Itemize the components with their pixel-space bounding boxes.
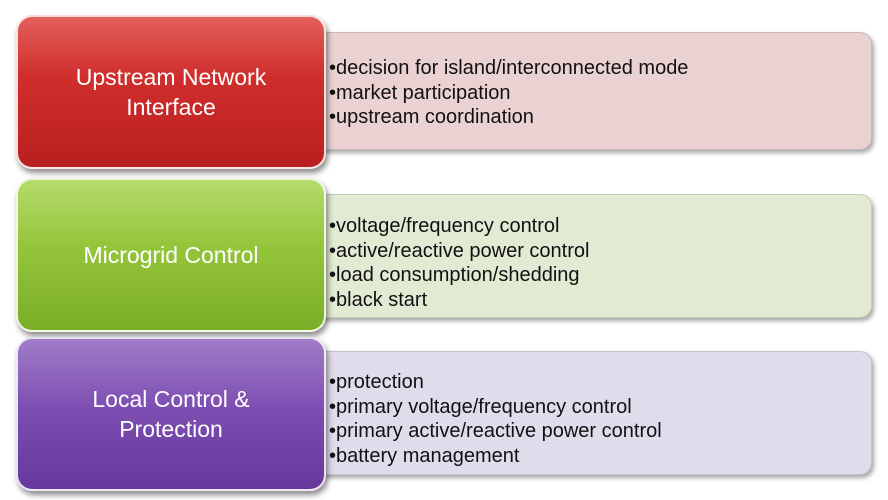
microgrid-functions-panel: •voltage/frequency control •active/react… [298, 194, 872, 318]
list-item: •primary voltage/frequency control [329, 395, 632, 418]
local-control-protection-label-box: Local Control & Protection [16, 337, 326, 491]
local-control-protection-block: •protection •primary voltage/frequency c… [0, 335, 888, 500]
list-item: •battery management [329, 444, 520, 467]
upstream-functions-panel: •decision for island/interconnected mode… [298, 32, 872, 150]
list-item: •protection [329, 371, 424, 393]
list-item: •market participation [329, 81, 511, 104]
upstream-functions-list: •decision for island/interconnected mode… [329, 56, 861, 130]
microgrid-control-label-box: Microgrid Control [16, 178, 326, 332]
block-label: Upstream Network Interface [75, 64, 267, 120]
list-item: •active/reactive power control [329, 239, 590, 262]
upstream-network-interface-block: •decision for island/interconnected mode… [0, 0, 888, 170]
local-functions-list: •protection •primary voltage/frequency c… [329, 370, 861, 468]
microgrid-control-block: •voltage/frequency control •active/react… [0, 170, 888, 335]
block-label: Microgrid Control [83, 242, 259, 268]
list-item: •decision for island/interconnected mode [329, 57, 689, 79]
upstream-network-interface-label-box: Upstream Network Interface [16, 15, 326, 169]
list-item: •upstream coordination [329, 106, 534, 128]
list-item: •load consumption/shedding [329, 264, 580, 286]
list-item: •black start [329, 288, 428, 311]
list-item: •primary active/reactive power control [329, 420, 662, 442]
microgrid-functions-list: •voltage/frequency control •active/react… [329, 214, 861, 312]
local-functions-panel: •protection •primary voltage/frequency c… [298, 351, 872, 475]
block-label: Local Control & Protection [92, 386, 250, 442]
list-item: •voltage/frequency control [329, 215, 560, 237]
